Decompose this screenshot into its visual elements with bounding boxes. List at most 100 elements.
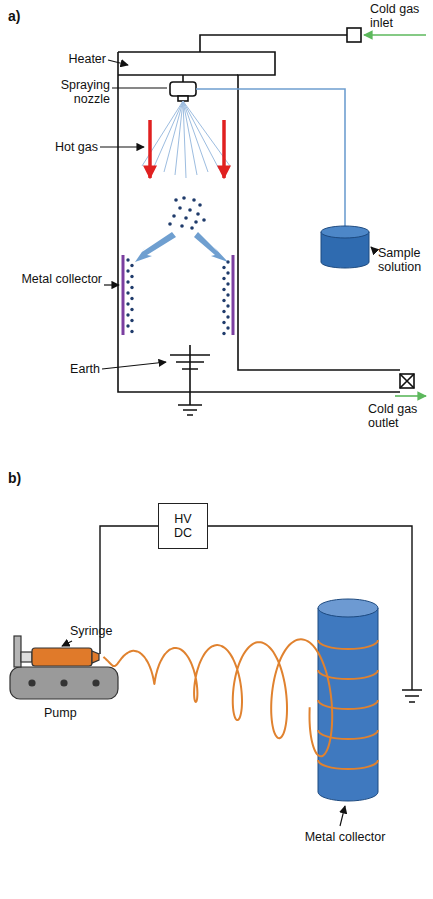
particle: [202, 218, 206, 222]
powder-dot: [126, 269, 129, 272]
collector-plate: [122, 255, 125, 335]
sample-cylinder: [321, 226, 369, 268]
leader-arrow: [108, 60, 128, 65]
spraying-nozzle: [170, 82, 196, 96]
part-label: Metal collector: [18, 272, 102, 286]
flow-arrow: [194, 232, 228, 262]
box-text: HV DC: [174, 512, 192, 541]
part-label: Heater: [40, 52, 106, 66]
particle: [174, 198, 178, 202]
powder-dot: [130, 275, 133, 278]
particle: [180, 224, 184, 228]
earth-symbol: [170, 345, 210, 415]
particle: [172, 214, 176, 218]
powder-dot: [126, 291, 129, 294]
outlet-valve: [400, 374, 414, 388]
powder-dot: [222, 266, 225, 269]
powder-dot: [222, 299, 225, 302]
plunger: [21, 652, 32, 662]
sample-cylinder: [321, 226, 369, 238]
fiber-helix: [103, 639, 332, 756]
pump-knob: [93, 680, 99, 686]
particle: [182, 196, 186, 200]
leader-line: [112, 87, 167, 88]
metal-collector: [123, 255, 233, 335]
particles: [168, 196, 206, 230]
leader-arrow: [100, 146, 144, 147]
chamber-wall: [118, 52, 400, 392]
powder-dot: [126, 302, 129, 305]
leader-arrow: [340, 806, 345, 826]
panel-letter: b): [8, 470, 38, 486]
part-label: Cold gas outlet: [368, 402, 430, 431]
fiber-winding: [318, 730, 378, 739]
powder-dot: [222, 332, 225, 335]
powder-dot: [126, 324, 129, 327]
spray-stroke: [175, 101, 183, 175]
powder-dot: [126, 280, 129, 283]
powder-dot: [130, 319, 133, 322]
heater-wall: [118, 74, 238, 76]
powder-dot: [130, 330, 133, 333]
part-label: Sample solution: [378, 246, 431, 275]
powder-dot: [126, 258, 129, 261]
power-supply-box: HV DC: [158, 503, 208, 549]
hot-gas-arrow: [148, 120, 152, 178]
powder-dot: [226, 282, 229, 285]
part-label: Hot gas: [30, 140, 98, 154]
fiber-winding: [318, 640, 378, 649]
particle: [168, 222, 172, 226]
particle: [188, 208, 192, 212]
collector-drum: [318, 599, 378, 801]
particle-flow-arrows: [135, 232, 228, 262]
powder-dot: [126, 313, 129, 316]
powder-dot: [226, 326, 229, 329]
spray-stroke: [164, 101, 183, 172]
chamber-wall: [118, 52, 400, 370]
fiber-jet: [103, 639, 378, 769]
nozzle-stem: [182, 75, 184, 82]
powder-dot: [130, 264, 133, 267]
fiber-winding: [318, 670, 378, 679]
particle: [198, 203, 202, 207]
earth-symbol: [170, 345, 210, 415]
leader-arrow: [371, 247, 376, 252]
flow-arrow: [135, 232, 176, 262]
spray-dryer-chamber: [118, 28, 414, 392]
syringe-tip: [92, 651, 99, 663]
leader-arrow: [62, 641, 72, 646]
pump-base: [10, 667, 118, 699]
powder-dot: [130, 286, 133, 289]
powder-dot: [130, 297, 133, 300]
gas-flow-arrows: [364, 35, 426, 396]
inlet-valve: [347, 28, 361, 42]
fiber-winding: [318, 700, 378, 709]
powder-dot: [226, 271, 229, 274]
fiber-winding: [318, 760, 378, 769]
particle: [184, 216, 188, 220]
particle: [192, 198, 196, 202]
spray-cone: [142, 101, 230, 178]
part-label: Spraying nozzle: [30, 78, 110, 107]
hot-gas-arrows: [150, 120, 224, 178]
particle: [196, 212, 200, 216]
gas-inlet-pipe: [200, 35, 347, 52]
powder-dot: [222, 310, 225, 313]
syringe-barrel: [32, 648, 92, 666]
particle: [194, 220, 198, 224]
syringe-pump: [10, 636, 118, 699]
spraying-nozzle: [178, 96, 188, 101]
powder-dot: [222, 288, 225, 291]
powder-dot: [226, 260, 229, 263]
leader-arrow: [104, 284, 119, 285]
ground-symbol: [402, 690, 422, 702]
spray-stroke: [183, 101, 208, 172]
part-label: Pump: [44, 706, 104, 720]
spray-stroke: [183, 101, 197, 175]
ground-wire: [208, 526, 412, 690]
part-label: Metal collector: [300, 830, 390, 844]
part-label: Earth: [40, 362, 100, 376]
